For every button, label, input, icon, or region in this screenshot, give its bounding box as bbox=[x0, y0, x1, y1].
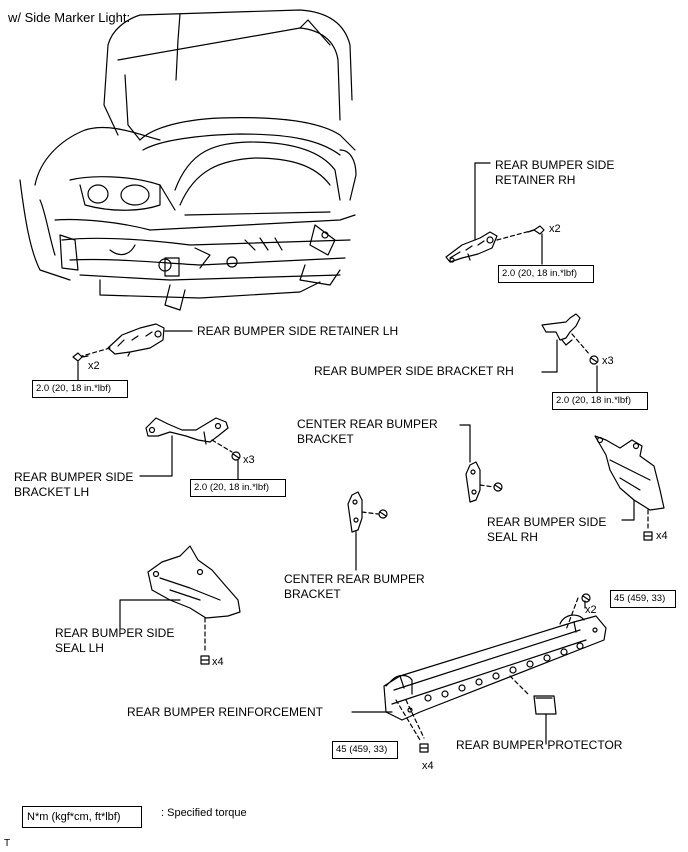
seal-rh-label: REAR BUMPER SIDE SEAL RH bbox=[487, 515, 607, 544]
retainer-rh-screw bbox=[527, 225, 545, 235]
seal-rh-bolt bbox=[643, 531, 653, 541]
center-bracket-upper-part bbox=[465, 461, 481, 503]
bracket-rh-count: x3 bbox=[602, 355, 614, 367]
diagram-title: w/ Side Marker Light: bbox=[8, 10, 131, 25]
retainer-rh-label: REAR BUMPER SIDE RETAINER RH bbox=[495, 158, 615, 187]
reinforcement-top-torque: 45 (459, 33) bbox=[610, 590, 676, 608]
reinforcement-top-bolt bbox=[581, 593, 591, 603]
retainer-lh-part bbox=[107, 323, 165, 357]
car-rear-body bbox=[19, 9, 357, 311]
retainer-lh-screw bbox=[72, 352, 89, 362]
bracket-lh-count: x3 bbox=[243, 454, 255, 466]
seal-rh-count: x4 bbox=[656, 530, 668, 542]
retainer-lh-label: REAR BUMPER SIDE RETAINER LH bbox=[197, 324, 399, 338]
reinforcement-bottom-bolt bbox=[419, 743, 429, 753]
retainer-lh-count: x2 bbox=[88, 360, 100, 372]
corner-mark: T bbox=[4, 838, 11, 849]
center-bracket-lower-label: CENTER REAR BUMPER BRACKET bbox=[284, 572, 425, 601]
legend-unit-box: N*m (kgf*cm, ft*lbf) bbox=[22, 806, 142, 828]
center-bracket-lower-part bbox=[347, 491, 363, 533]
reinforcement-bottom-count: x4 bbox=[422, 760, 434, 772]
retainer-rh-torque: 2.0 (20, 18 in.*lbf) bbox=[498, 265, 594, 283]
seal-lh-bolt bbox=[200, 655, 210, 665]
seal-lh-count: x4 bbox=[212, 656, 224, 668]
retainer-lh-torque: 2.0 (20, 18 in.*lbf) bbox=[32, 380, 128, 398]
reinforcement-label: REAR BUMPER REINFORCEMENT bbox=[127, 705, 324, 719]
bracket-lh-label: REAR BUMPER SIDE BRACKET LH bbox=[14, 470, 134, 499]
reinforcement-top-count: x2 bbox=[585, 604, 597, 616]
bracket-lh-torque: 2.0 (20, 18 in.*lbf) bbox=[190, 479, 286, 497]
protector-part bbox=[533, 695, 557, 715]
reinforcement-part bbox=[383, 614, 607, 721]
center-bracket-upper-bolt bbox=[493, 482, 503, 492]
bracket-lh-part bbox=[145, 417, 229, 445]
bracket-rh-bolt bbox=[589, 355, 599, 365]
reinforcement-bottom-torque: 45 (459, 33) bbox=[332, 741, 398, 759]
seal-lh-label: REAR BUMPER SIDE SEAL LH bbox=[55, 626, 175, 655]
bracket-lh-bolt bbox=[231, 451, 241, 461]
seal-lh-part bbox=[147, 545, 241, 619]
protector-label: REAR BUMPER PROTECTOR bbox=[456, 738, 623, 752]
bracket-rh-part bbox=[541, 313, 581, 346]
seal-rh-part bbox=[594, 435, 665, 511]
center-bracket-upper-label: CENTER REAR BUMPER BRACKET bbox=[297, 417, 438, 446]
legend-description: : Specified torque bbox=[161, 807, 247, 819]
retainer-rh-part bbox=[445, 231, 498, 263]
retainer-rh-count: x2 bbox=[549, 223, 561, 235]
center-bracket-lower-bolt bbox=[378, 509, 388, 519]
bracket-rh-label: REAR BUMPER SIDE BRACKET RH bbox=[314, 364, 514, 378]
bracket-rh-torque: 2.0 (20, 18 in.*lbf) bbox=[552, 392, 648, 410]
